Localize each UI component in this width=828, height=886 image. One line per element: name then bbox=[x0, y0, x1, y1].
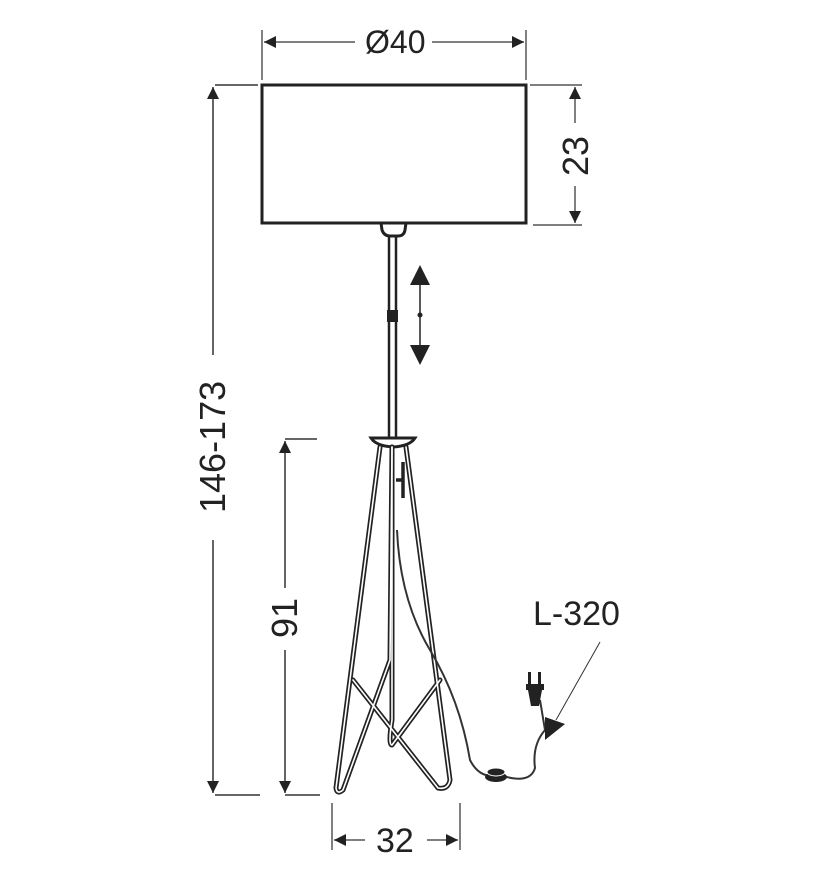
total-height-dimension bbox=[207, 84, 260, 796]
height-adjustable-arrow bbox=[410, 265, 430, 365]
shade-holder bbox=[379, 222, 408, 238]
total-height-label: 146-173 bbox=[192, 380, 233, 513]
cable-length-label: L-320 bbox=[533, 595, 620, 633]
plug-icon bbox=[526, 672, 544, 706]
tripod-legs bbox=[333, 444, 453, 795]
shade-diameter-dimension bbox=[261, 30, 527, 80]
power-cable bbox=[396, 529, 547, 780]
base-height-label: 91 bbox=[264, 597, 305, 638]
cable-length-leader bbox=[545, 641, 601, 740]
foot-switch bbox=[485, 767, 507, 782]
shade-height-dimension bbox=[530, 84, 582, 226]
lamp-pole bbox=[387, 236, 398, 438]
shade-height-label: 23 bbox=[555, 135, 596, 176]
shade-diameter-label: Ø40 bbox=[365, 24, 426, 60]
base-width-label: 32 bbox=[376, 822, 414, 860]
base-width-dimension bbox=[331, 803, 461, 850]
base-height-dimension bbox=[279, 438, 320, 796]
lamp-shade bbox=[260, 83, 528, 225]
pole-adjust-collar bbox=[387, 310, 398, 322]
switch-bracket bbox=[396, 462, 405, 498]
